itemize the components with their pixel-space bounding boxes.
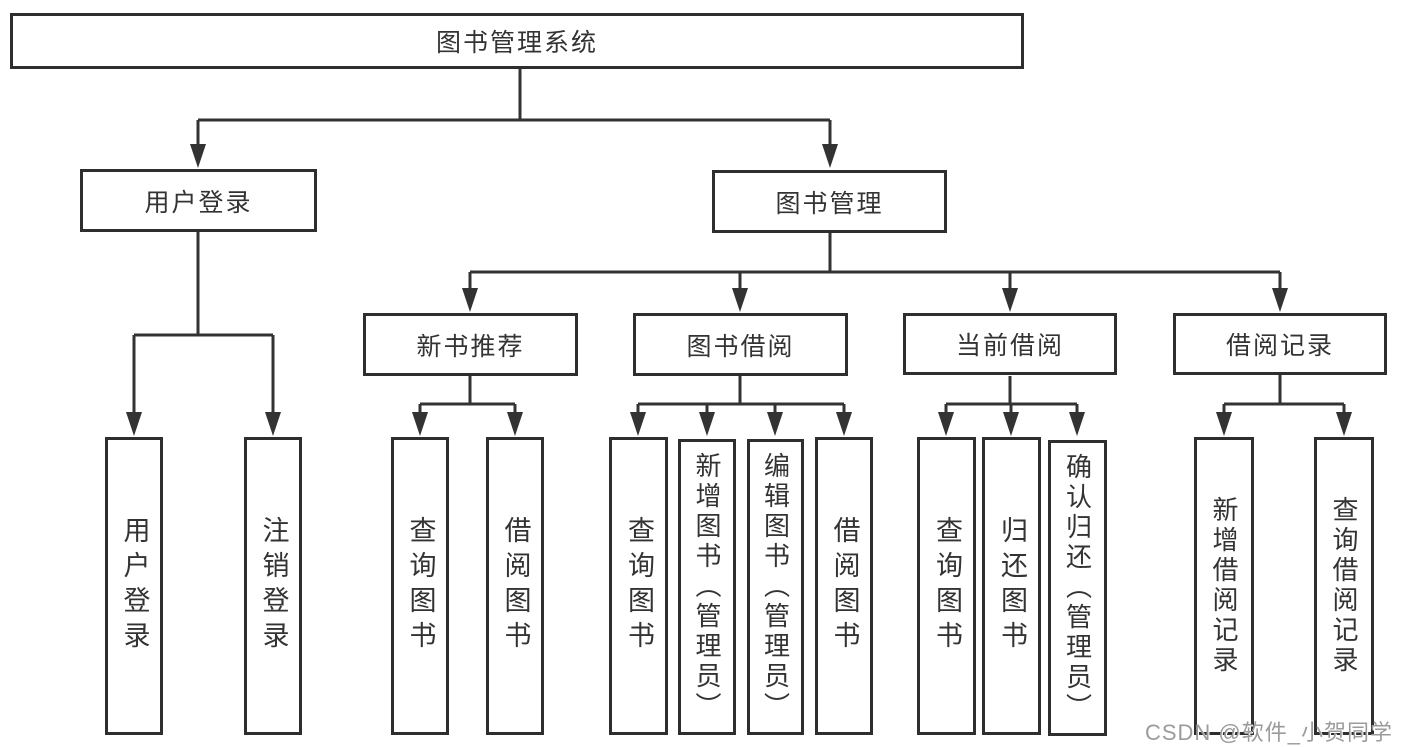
leaf-label: 编辑图书（管理员） xyxy=(760,452,791,722)
leaf-user-login: 用户登录 xyxy=(105,437,163,735)
leaf-newbooks-query: 查询图书 xyxy=(391,437,449,735)
leaf-label: 确认归还（管理员） xyxy=(1062,453,1093,723)
leaf-newbooks-borrow: 借阅图书 xyxy=(486,437,544,735)
leaf-label: 新增借阅记录 xyxy=(1209,496,1239,676)
leaf-records-add: 新增借阅记录 xyxy=(1194,437,1254,735)
node-current-borrow: 当前借阅 xyxy=(903,313,1117,375)
leaf-borrow-borrow: 借阅图书 xyxy=(815,437,873,735)
node-root: 图书管理系统 xyxy=(10,13,1024,69)
leaf-borrow-add-admin: 新增图书（管理员） xyxy=(678,439,736,735)
leaf-borrow-edit-admin: 编辑图书（管理员） xyxy=(747,439,804,735)
node-user-login: 用户登录 xyxy=(80,169,317,232)
node-book-mgmt: 图书管理 xyxy=(712,170,947,233)
leaf-current-confirm-admin: 确认归还（管理员） xyxy=(1048,440,1107,736)
leaf-label: 借阅图书 xyxy=(500,516,531,656)
leaf-label: 新增图书（管理员） xyxy=(692,452,722,722)
node-new-books: 新书推荐 xyxy=(363,313,578,376)
leaf-label: 归还图书 xyxy=(997,516,1027,656)
node-borrow-records: 借阅记录 xyxy=(1173,313,1387,375)
leaf-label: 借阅图书 xyxy=(829,516,860,656)
leaf-current-query: 查询图书 xyxy=(917,437,976,735)
leaf-label: 用户登录 xyxy=(119,516,150,656)
leaf-label: 查询图书 xyxy=(405,516,436,656)
leaf-records-query: 查询借阅记录 xyxy=(1314,437,1374,735)
leaf-label: 查询图书 xyxy=(932,516,962,656)
node-book-borrow: 图书借阅 xyxy=(633,313,848,376)
leaf-label: 查询图书 xyxy=(624,516,654,656)
leaf-label: 注销登录 xyxy=(258,516,289,656)
watermark-text: CSDN @软件_小贺同学 xyxy=(1144,720,1393,745)
leaf-label: 查询借阅记录 xyxy=(1329,496,1359,676)
leaf-current-return: 归还图书 xyxy=(982,437,1041,735)
leaf-logout: 注销登录 xyxy=(244,437,302,735)
leaf-borrow-query: 查询图书 xyxy=(609,437,668,735)
